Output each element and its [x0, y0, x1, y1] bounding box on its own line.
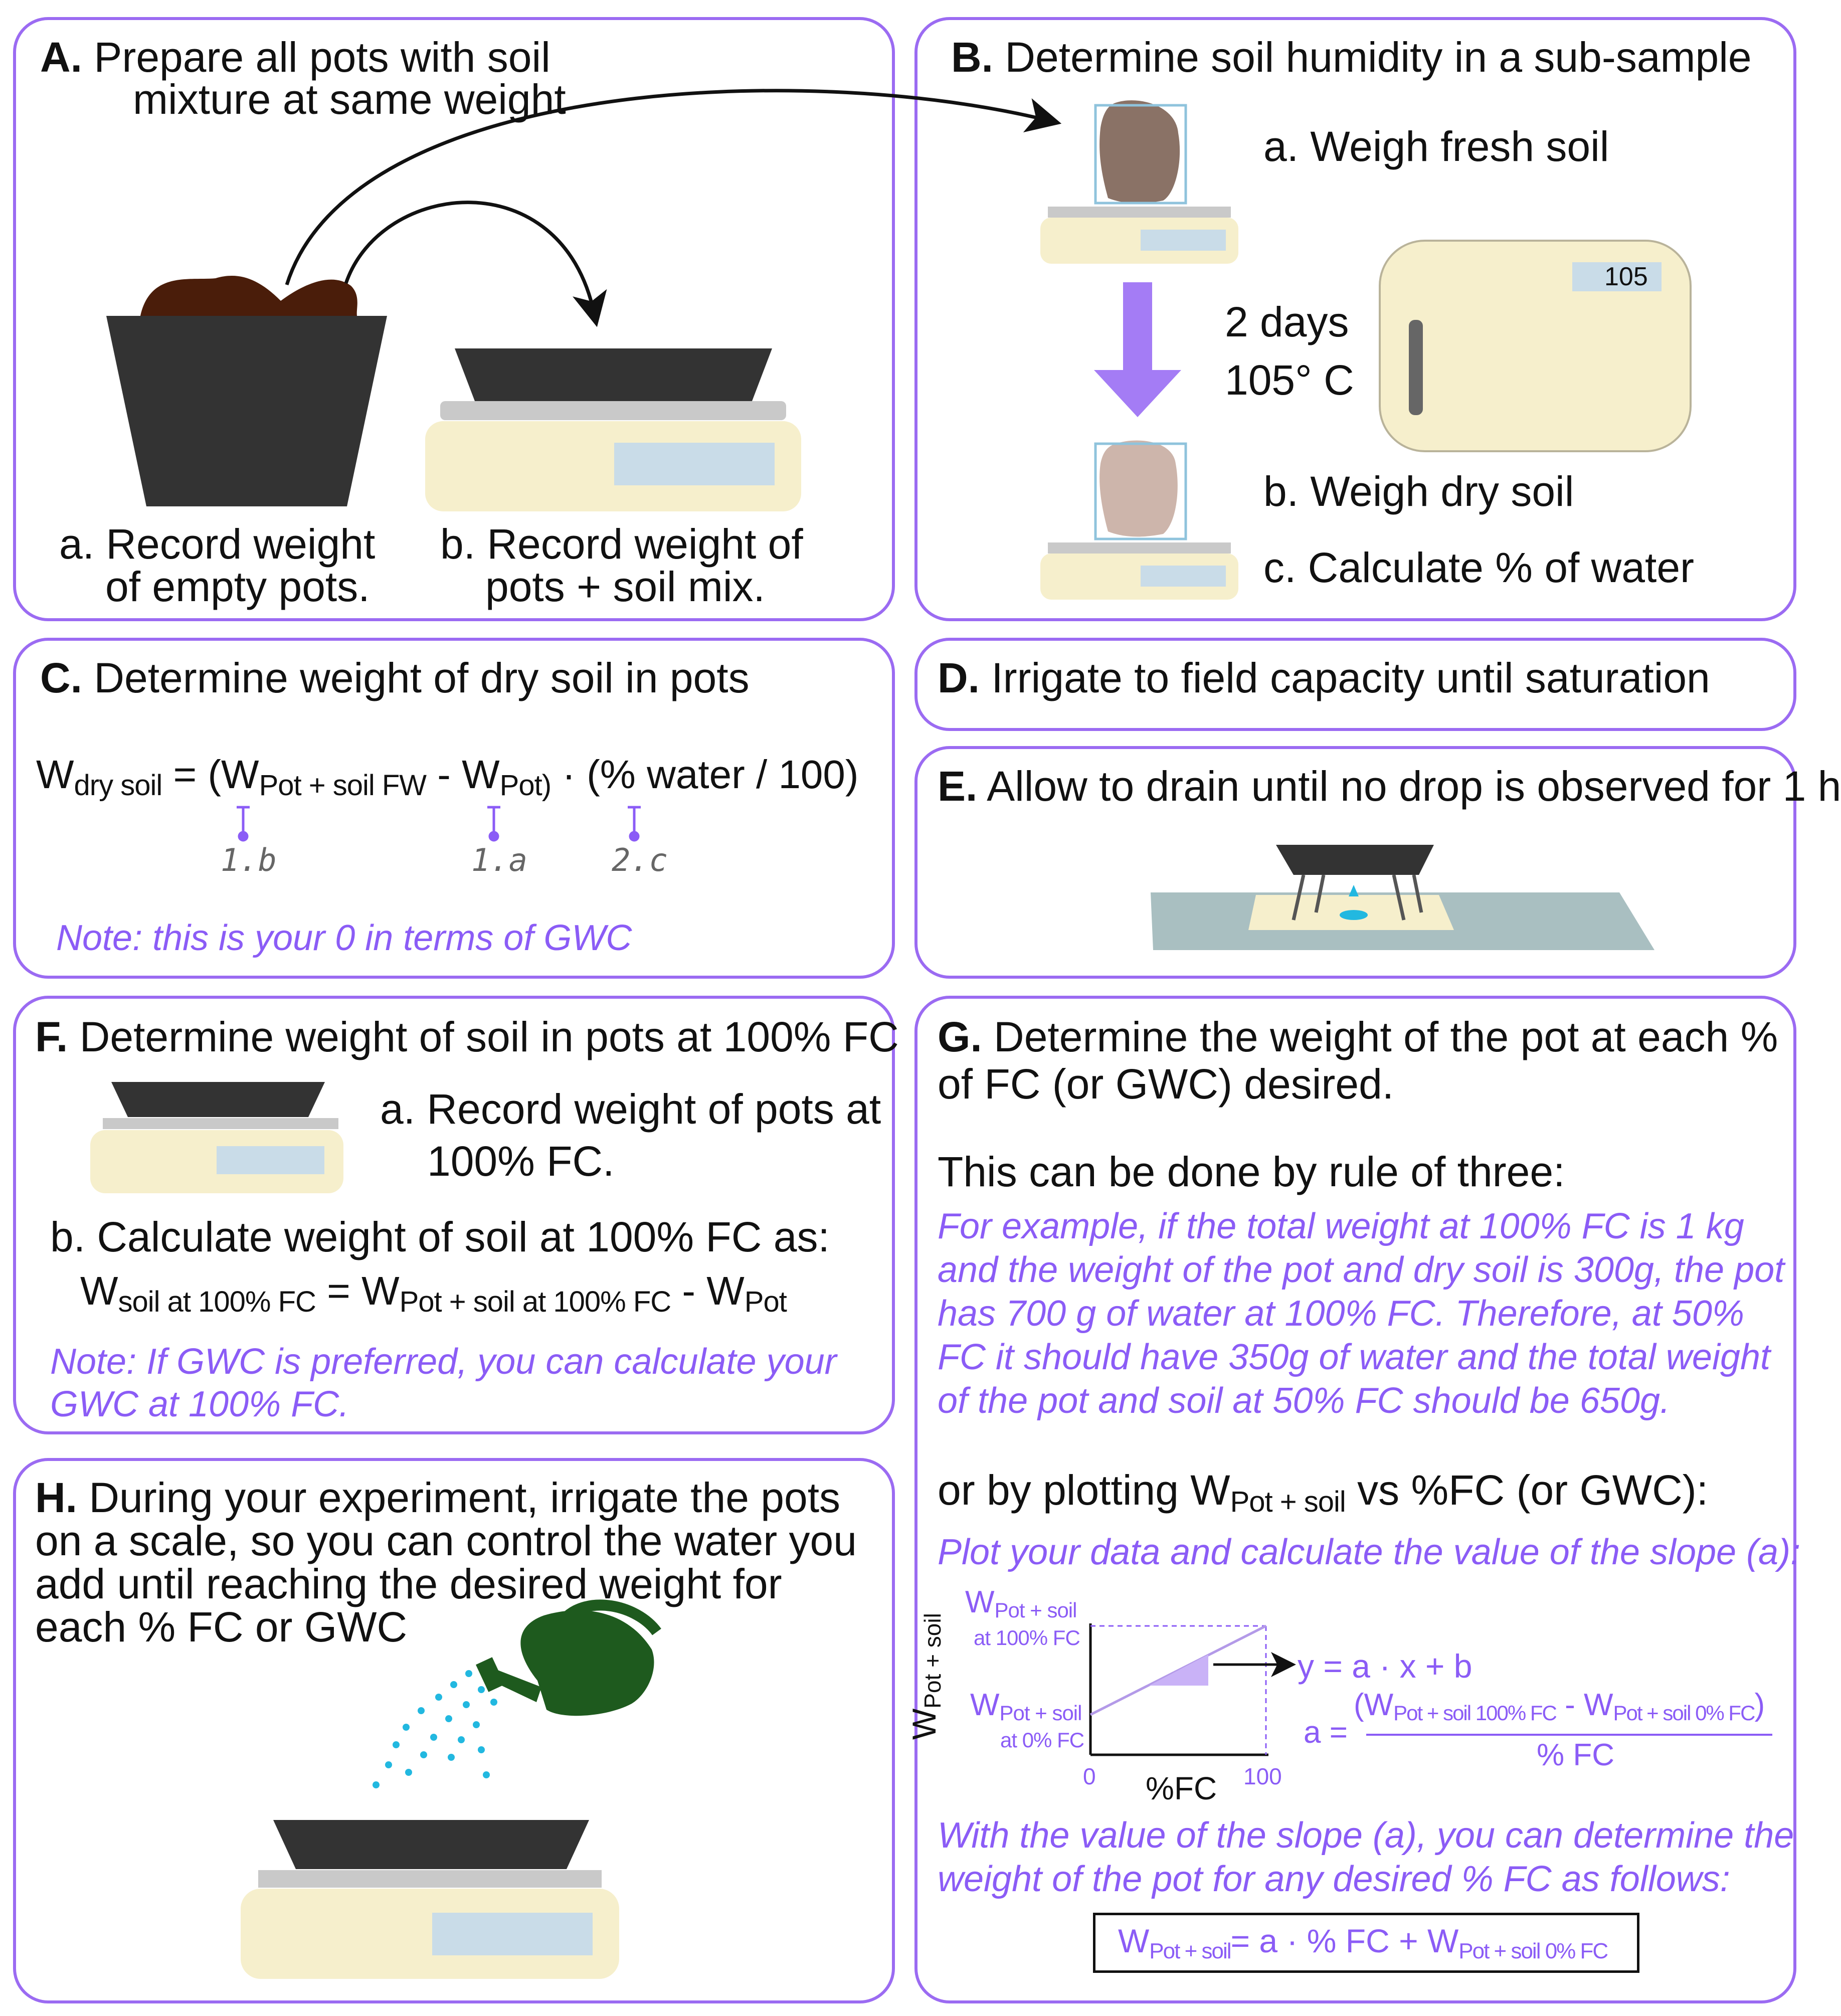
panel-g-example-5: of the pot and soil at 50% FC should be …: [938, 1381, 1670, 1421]
panel-a-step-b-line2: pots + soil mix.: [485, 563, 765, 610]
slope-denominator: % FC: [1537, 1738, 1614, 1772]
panel-d-title: D. Irrigate to field capacity until satu…: [938, 654, 1710, 701]
beaker-dry-icon: [1094, 440, 1187, 540]
panel-f-equation: Wsoil at 100% FC = WPot + soil at 100% F…: [80, 1268, 787, 1318]
panel-h-line1: H. During your experiment, irrigate the …: [35, 1474, 841, 1521]
panel-g-title: G. Determine the weight of the pot at ea…: [938, 1013, 1778, 1060]
fc-plot: [1089, 1623, 1772, 1756]
scale-h-icon: [241, 1820, 619, 1979]
panel-g-slope-note-line2: weight of the pot for any desired % FC a…: [938, 1859, 1730, 1899]
pot-with-soil-icon: [106, 276, 387, 506]
panel-h-line3: add until reaching the desired weight fo…: [35, 1560, 782, 1607]
plot-y0-label: WPot + soil: [970, 1688, 1082, 1725]
plot-y-axis-label: WPot + soil: [905, 1613, 946, 1740]
panel-h-line4: each % FC or GWC: [35, 1603, 408, 1651]
panel-f-note-line2: GWC at 100% FC.: [50, 1384, 349, 1424]
panel-c-title: C. Determine weight of dry soil in pots: [40, 654, 750, 701]
panel-e-title: E. Allow to drain until no drop is obser…: [938, 763, 1841, 810]
panel-g-plot-note: Plot your data and calculate the value o…: [938, 1532, 1801, 1572]
panel-b-step-c: c. Calculate % of water: [1263, 544, 1695, 591]
scale-dry-icon: [1040, 542, 1238, 600]
panel-a-title: A. Prepare all pots with soil: [40, 34, 550, 81]
slope-triangle: [1149, 1655, 1208, 1686]
panel-c: [13, 638, 895, 979]
plot-line: [1089, 1624, 1267, 1716]
plot-line-equation: y = a · x + b: [1298, 1647, 1472, 1685]
panel-f-step-b: b. Calculate weight of soil at 100% FC a…: [50, 1213, 830, 1260]
panel-f-step-a-line2: 100% FC.: [427, 1138, 615, 1185]
panel-a-step-b: b. Record weight of: [440, 520, 803, 568]
panel-g-example-3: has 700 g of water at 100% FC. Therefore…: [938, 1294, 1744, 1334]
panel-c-equation: Wdry soil = (WPot + soil FW - WPot) · (%…: [36, 752, 859, 802]
panel-c-note: Note: this is your 0 in terms of GWC: [56, 918, 632, 958]
watering-can-icon: [476, 1599, 661, 1716]
ref-1a: 1.a: [471, 842, 527, 878]
plot-y0-label-line2: at 0% FC: [1000, 1728, 1084, 1752]
scale-with-pot-icon: [425, 348, 801, 511]
scale-icon: [1040, 207, 1238, 264]
panel-g-example-2: and the weight of the pot and dry soil i…: [938, 1250, 1785, 1290]
ref-2c: 2.c: [612, 842, 668, 878]
beaker-icon: [1094, 100, 1187, 205]
ref-1b: 1.b: [221, 842, 277, 878]
plot-y100-label: WPot + soil: [965, 1585, 1077, 1622]
panel-f-step-a: a. Record weight of pots at: [380, 1085, 881, 1133]
panel-g-title-line2: of FC (or GWC) desired.: [938, 1060, 1394, 1108]
plot-x100-tick: 100: [1243, 1763, 1282, 1789]
panel-a-step-a: a. Record weight: [59, 520, 376, 568]
plot-x-axis-label: %FC: [1146, 1770, 1217, 1806]
panel-b-title: B. Determine soil humidity in a sub-samp…: [951, 34, 1752, 81]
draining-pot-icon: [1151, 845, 1654, 950]
scale-f-icon: [90, 1082, 343, 1193]
panel-g-example-1: For example, if the total weight at 100%…: [938, 1206, 1744, 1246]
panel-d: [914, 638, 1796, 731]
slope-equation-label: a =: [1304, 1715, 1348, 1750]
down-arrow-icon: [1094, 282, 1181, 417]
arrow-icon: [285, 89, 1062, 327]
panel-a-title-line2: mixture at same weight: [133, 76, 566, 123]
panel-a-step-a-line2: of empty pots.: [105, 563, 370, 610]
panel-b-step-b: b. Weigh dry soil: [1263, 468, 1574, 515]
panel-g-rule: This can be done by rule of three:: [938, 1148, 1565, 1195]
panel-b-temp: 105° C: [1225, 356, 1354, 404]
final-equation: WPot + soil= a · % FC + WPot + soil 0% F…: [1118, 1922, 1608, 1963]
panel-b-time: 2 days: [1225, 298, 1349, 345]
panel-g-slope-note: With the value of the slope (a), you can…: [938, 1815, 1794, 1856]
panel-f-note: Note: If GWC is preferred, you can calcu…: [50, 1342, 837, 1382]
equation-reference-markers: [237, 806, 641, 842]
panel-g: [914, 996, 1796, 2003]
panel-g-plot-intro: or by plotting WPot + soil vs %FC (or GW…: [938, 1467, 1709, 1518]
oven-display-text: 105: [1604, 262, 1648, 291]
panel-h-line2: on a scale, so you can control the water…: [35, 1517, 857, 1564]
water-drops: [373, 1670, 497, 1788]
final-equation-box: [1093, 1913, 1639, 1973]
panel-b-step-a: a. Weigh fresh soil: [1263, 123, 1609, 170]
panel-g-example-4: FC it should have 350g of water and the …: [938, 1337, 1771, 1377]
plot-x0-tick: 0: [1083, 1763, 1096, 1789]
plot-y100-label-line2: at 100% FC: [974, 1626, 1080, 1650]
panel-f-title: F. Determine weight of soil in pots at 1…: [35, 1013, 899, 1060]
panel-f: [13, 996, 895, 1434]
oven-icon: [1379, 240, 1692, 452]
slope-numerator: (WPot + soil 100% FC - WPot + soil 0% FC…: [1354, 1688, 1765, 1725]
